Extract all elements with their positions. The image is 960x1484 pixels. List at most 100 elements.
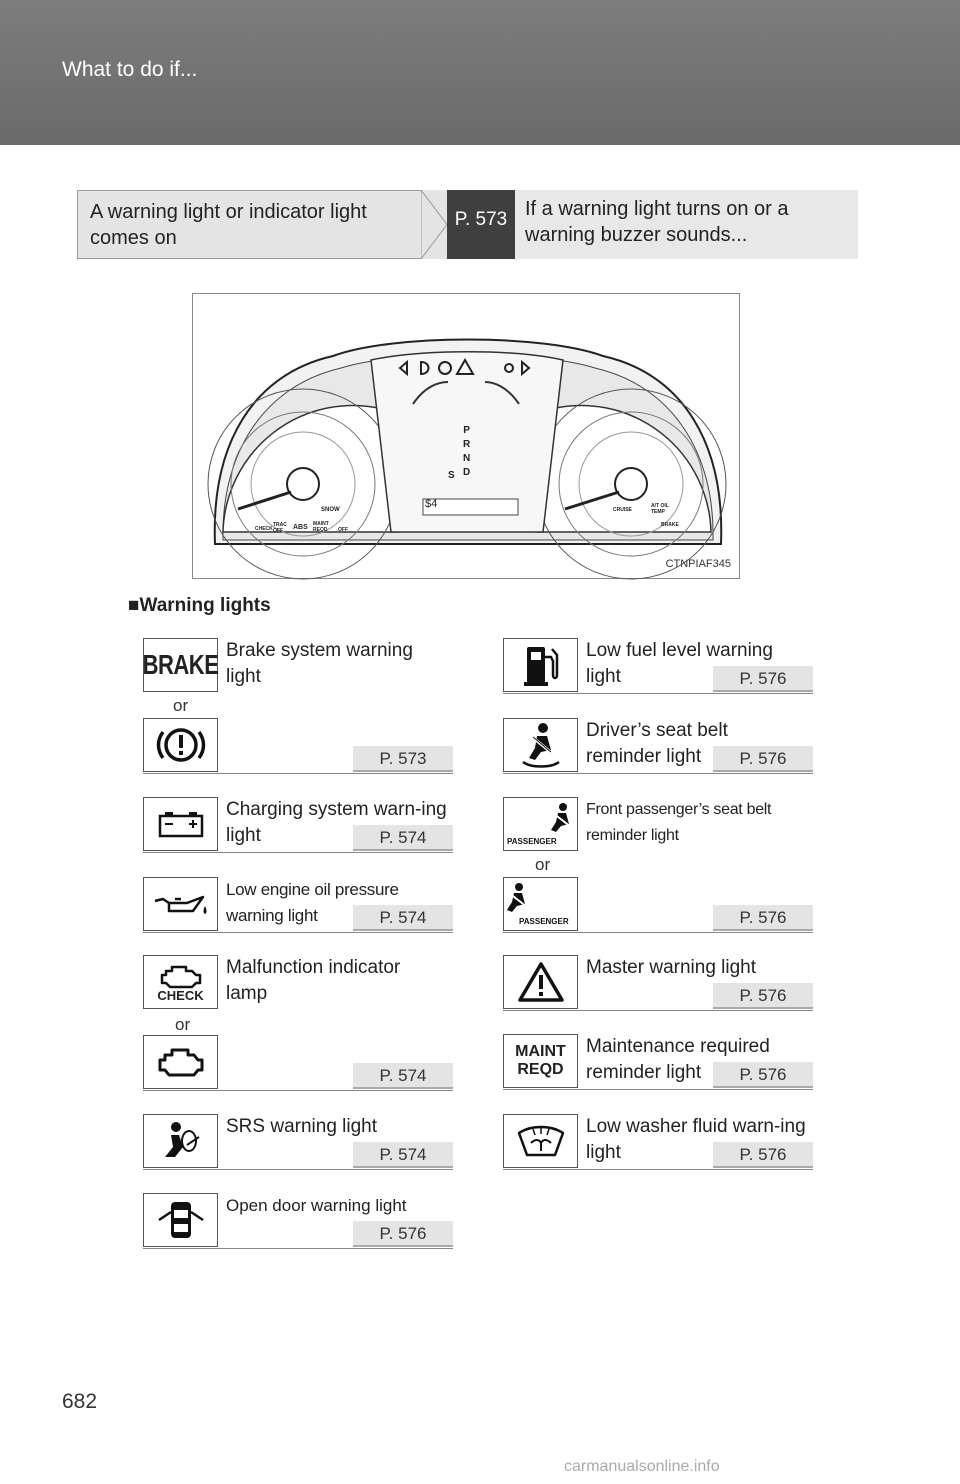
divider xyxy=(503,773,813,774)
washer-page-ref[interactable]: P. 576 xyxy=(713,1142,813,1168)
charging-icon-box xyxy=(143,797,218,851)
divider xyxy=(143,1090,453,1091)
passenger-desc: Front passenger’s seat belt reminder lig… xyxy=(586,801,772,844)
fuel-page-ref[interactable]: P. 576 xyxy=(713,666,813,692)
battery-icon xyxy=(158,812,203,838)
master-page-ref[interactable]: P. 576 xyxy=(713,983,813,1009)
airbag-icon xyxy=(164,1122,200,1157)
door-icon-box xyxy=(143,1193,218,1247)
seatbelt-desc: Driver’s seat belt reminder light xyxy=(586,720,728,767)
gear-d: D xyxy=(463,467,471,478)
divider xyxy=(503,693,813,694)
brake-text-icon: BRAKE xyxy=(142,648,219,680)
srs-page-ref[interactable]: P. 574 xyxy=(353,1142,453,1168)
gear-indicator: P R N D xyxy=(463,424,470,480)
page-header: What to do if... xyxy=(0,0,960,145)
open-door-icon xyxy=(157,1202,204,1238)
maint-desc: Maintenance required reminder light xyxy=(586,1036,770,1083)
divider xyxy=(143,1169,453,1170)
oil-desc: Low engine oil pressure warning light xyxy=(226,880,399,925)
master-icon-box xyxy=(503,955,578,1009)
srs-desc: SRS warning light xyxy=(226,1116,378,1137)
illustration-code: CTNPIAF345 xyxy=(665,558,731,570)
ref-left-text: A warning light or indicator light comes… xyxy=(90,201,367,249)
check-text: CHECK xyxy=(157,987,204,1003)
fuel-pump-icon xyxy=(523,647,558,686)
divider xyxy=(143,773,453,774)
warning-item-check: CHECK Malfunction indicator lamp or P. 5… xyxy=(143,955,453,1095)
srs-icon-box xyxy=(143,1114,218,1168)
seatbelt-icon xyxy=(521,723,560,768)
tachometer xyxy=(535,388,727,580)
ref-left-box: A warning light or indicator light comes… xyxy=(77,190,447,259)
maint-page-ref[interactable]: P. 576 xyxy=(713,1062,813,1088)
odometer-display: $4 xyxy=(425,498,438,510)
check-page-ref[interactable]: P. 574 xyxy=(353,1063,453,1089)
page-number: 682 xyxy=(62,1390,98,1413)
check-icon-box: CHECK xyxy=(143,955,218,1009)
warning-item-passenger: PASSENGER Front passenger’s seat belt re… xyxy=(503,797,813,937)
warning-item-washer: Low washer fluid warn-ing light P. 576 xyxy=(503,1114,813,1174)
warning-item-oil: Low engine oil pressure warning light P.… xyxy=(143,877,453,937)
warning-item-seatbelt: Driver’s seat belt reminder light P. 576 xyxy=(503,718,813,778)
seatbelt-icon-box xyxy=(503,718,578,772)
warning-item-srs: SRS warning light P. 574 xyxy=(143,1114,453,1174)
passenger-seatbelt-alt-icon: PASSENGER xyxy=(506,883,569,926)
check-or-label: or xyxy=(175,1015,191,1034)
washer-desc: Low washer fluid warn-ing light xyxy=(586,1116,806,1163)
abs-label: ABS xyxy=(293,524,308,531)
maint-text-2: REQD xyxy=(517,1061,564,1078)
passenger-seatbelt-icon: PASSENGER xyxy=(507,803,572,846)
maint-text-1: MAINT xyxy=(515,1043,566,1060)
divider xyxy=(143,932,453,933)
divider xyxy=(503,932,813,933)
divider xyxy=(503,1089,813,1090)
divider xyxy=(143,1248,453,1249)
passenger-icon-text: PASSENGER xyxy=(507,837,557,846)
check-label: CHECK xyxy=(255,526,273,532)
maint-icon-box: MAINT REQD xyxy=(503,1034,578,1088)
divider xyxy=(503,1169,813,1170)
engine-icon xyxy=(160,965,201,988)
maint-reqd-label: MAINT REQD xyxy=(313,521,329,533)
ref-page-link[interactable]: P. 573 xyxy=(447,190,515,259)
top-indicator-icons xyxy=(398,357,531,377)
engine-alt-icon xyxy=(158,1048,203,1077)
oil-can-icon xyxy=(154,895,206,914)
passenger-page-ref[interactable]: P. 576 xyxy=(713,905,813,931)
brake-icon-box: BRAKE xyxy=(142,638,219,692)
passenger-alt-icon-box: PASSENGER xyxy=(503,877,578,931)
passenger-icon-box: PASSENGER xyxy=(503,797,578,851)
seatbelt-page-ref[interactable]: P. 576 xyxy=(713,746,813,772)
brake-or-label: or xyxy=(173,696,189,715)
charging-page-ref[interactable]: P. 574 xyxy=(353,825,453,851)
warning-item-door: Open door warning light P. 576 xyxy=(143,1193,453,1253)
gear-r: R xyxy=(463,439,471,450)
watermark: carmanualsonline.info xyxy=(564,1458,720,1475)
warning-item-fuel: Low fuel level warning light P. 576 xyxy=(503,638,813,698)
passenger-alt-icon-text: PASSENGER xyxy=(519,917,569,926)
door-desc: Open door warning light xyxy=(226,1196,407,1215)
oil-page-ref[interactable]: P. 574 xyxy=(353,905,453,931)
header-title: What to do if... xyxy=(62,58,198,81)
washer-fluid-icon xyxy=(517,1125,564,1157)
warning-item-brake: BRAKE Brake system warning light or P. 5… xyxy=(143,638,453,778)
door-page-ref[interactable]: P. 576 xyxy=(353,1221,453,1247)
oil-icon-box xyxy=(143,877,218,931)
ref-right-text: If a warning light turns on or a warning… xyxy=(525,198,789,246)
gear-n: N xyxy=(463,453,471,464)
warning-item-master: Master warning light P. 576 xyxy=(503,955,813,1015)
fuel-icon-box xyxy=(503,638,578,692)
brake-page-ref[interactable]: P. 573 xyxy=(353,746,453,772)
sport-mode-label: S xyxy=(448,470,455,481)
snow-label: SNOW xyxy=(321,507,340,513)
trac-off-label: TRAC OFF xyxy=(273,522,287,534)
section-title: ■Warning lights xyxy=(128,595,271,616)
gear-p: P xyxy=(463,425,470,436)
reference-bar: A warning light or indicator light comes… xyxy=(77,190,858,259)
at-oil-temp-label: A/T OIL TEMP xyxy=(651,503,669,515)
divider xyxy=(503,1010,813,1011)
speedometer xyxy=(207,388,399,580)
cruise-label: CRUISE xyxy=(613,507,632,513)
passenger-or-label: or xyxy=(535,855,551,874)
